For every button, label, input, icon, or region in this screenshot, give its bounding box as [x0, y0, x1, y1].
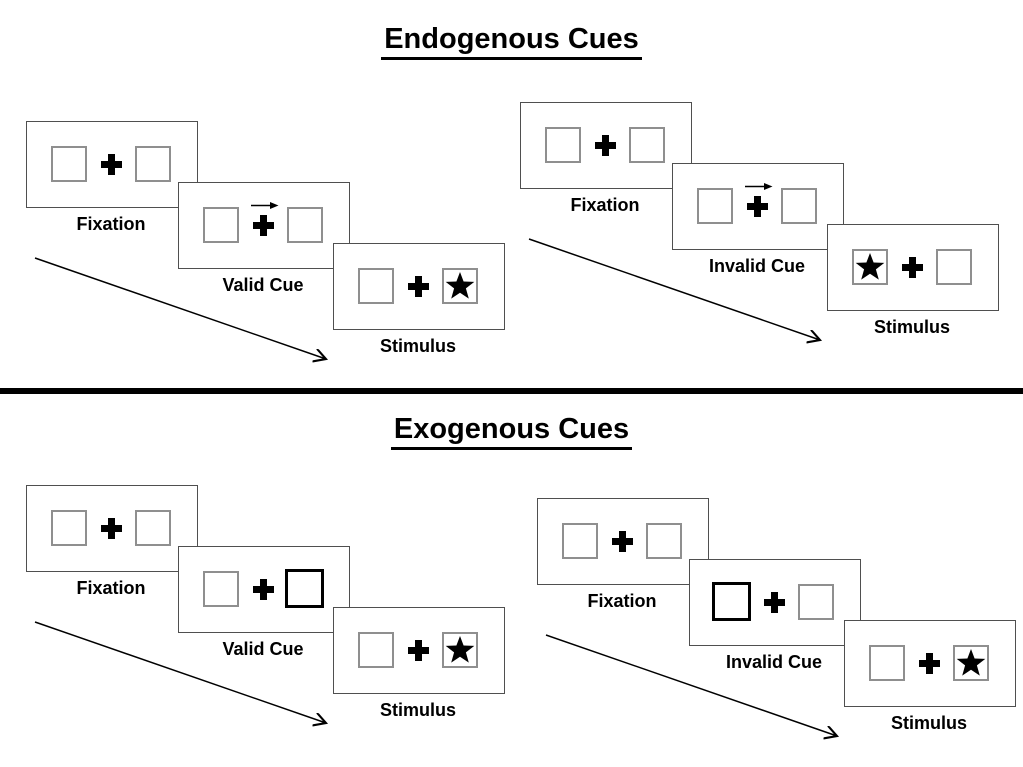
left-box [869, 645, 905, 681]
right-box-star [442, 632, 478, 668]
fixation-cross-icon [101, 518, 122, 539]
fixation-cross-icon [747, 196, 768, 217]
panel-label-fixation: Fixation [570, 195, 640, 215]
panel-stimulus [827, 224, 999, 311]
left-box [203, 571, 239, 607]
right-box [135, 146, 171, 182]
panel-label-stimulus: Stimulus [379, 700, 456, 720]
panel-valid-cue [178, 182, 350, 269]
panel-label-fixation: Fixation [76, 578, 146, 598]
right-box [287, 207, 323, 243]
sequence-arrow-icon [545, 634, 857, 754]
section-title-exogenous: Exogenous Cues [0, 413, 1023, 450]
left-box [358, 268, 394, 304]
left-box [697, 188, 733, 224]
sequence-arrow-icon [34, 621, 346, 741]
star-icon [445, 636, 475, 663]
panel-stimulus [333, 607, 505, 694]
left-box [203, 207, 239, 243]
fixation-cross-icon [408, 640, 429, 661]
panel-invalid-cue [689, 559, 861, 646]
right-box [798, 584, 834, 620]
left-box [51, 146, 87, 182]
panel-label-stimulus: Stimulus [379, 336, 456, 356]
right-box-star [953, 645, 989, 681]
left-box [562, 523, 598, 559]
fixation-cross-icon [764, 592, 785, 613]
right-box [936, 249, 972, 285]
section-title-text: Exogenous Cues [390, 413, 633, 450]
section-title-text: Endogenous Cues [381, 23, 642, 60]
right-box-highlighted [285, 569, 324, 608]
left-box [358, 632, 394, 668]
sequence-arrow-icon [528, 238, 840, 358]
cue-arrow-icon [745, 183, 773, 190]
panel-label-valid-cue: Valid Cue [222, 275, 304, 295]
left-box-star [852, 249, 888, 285]
panel-invalid-cue [672, 163, 844, 250]
panel-stimulus [333, 243, 505, 330]
section-divider [0, 388, 1023, 394]
panel-label-fixation: Fixation [587, 591, 657, 611]
fixation-cross-icon [253, 579, 274, 600]
panel-label-invalid-cue: Invalid Cue [708, 256, 806, 276]
sequence-arrow-icon [34, 257, 346, 377]
panel-valid-cue [178, 546, 350, 633]
fixation-cross-icon [408, 276, 429, 297]
star-icon [855, 253, 885, 280]
panel-label-fixation: Fixation [76, 214, 146, 234]
section-title-endogenous: Endogenous Cues [0, 23, 1023, 60]
panel-fixation [26, 485, 198, 572]
right-box [781, 188, 817, 224]
panel-label-invalid-cue: Invalid Cue [725, 652, 823, 672]
star-icon [445, 272, 475, 299]
panel-label-valid-cue: Valid Cue [222, 639, 304, 659]
panel-label-stimulus: Stimulus [890, 713, 967, 733]
fixation-cross-icon [253, 215, 274, 236]
cue-arrow-icon [251, 202, 279, 209]
panel-fixation [520, 102, 692, 189]
panel-fixation [537, 498, 709, 585]
panel-stimulus [844, 620, 1016, 707]
right-box [646, 523, 682, 559]
left-box [51, 510, 87, 546]
right-box-star [442, 268, 478, 304]
star-icon [956, 649, 986, 676]
fixation-cross-icon [101, 154, 122, 175]
fixation-cross-icon [919, 653, 940, 674]
fixation-cross-icon [902, 257, 923, 278]
left-box-highlighted [712, 582, 751, 621]
panel-label-stimulus: Stimulus [873, 317, 950, 337]
panel-fixation [26, 121, 198, 208]
fixation-cross-icon [612, 531, 633, 552]
left-box [545, 127, 581, 163]
right-box [135, 510, 171, 546]
right-box [629, 127, 665, 163]
fixation-cross-icon [595, 135, 616, 156]
